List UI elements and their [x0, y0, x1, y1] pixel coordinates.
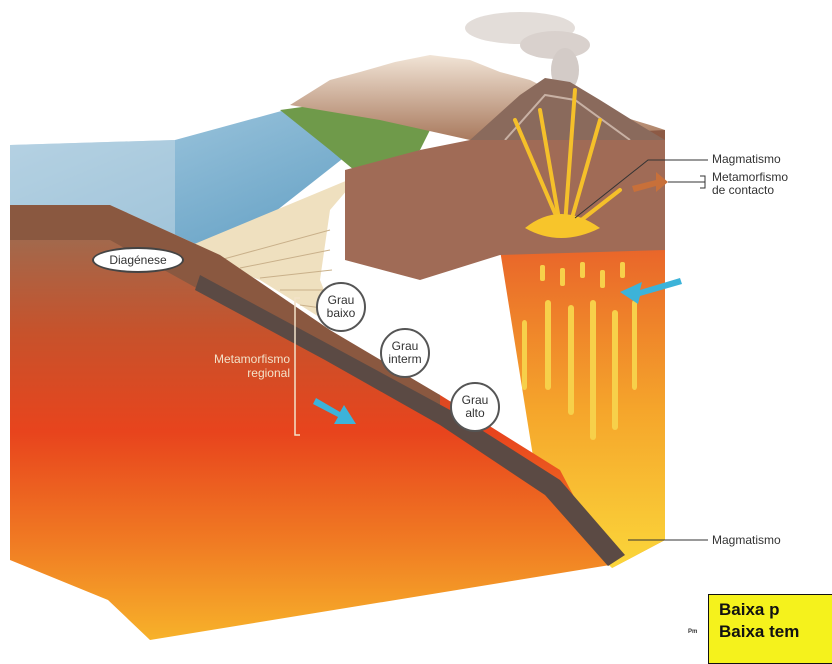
- grau-alto-line1: Grau: [461, 393, 489, 407]
- metamorfismo-contacto-line1: Metamorfismo: [712, 170, 789, 184]
- conditions-box: Baixa p Baixa tem: [708, 594, 832, 664]
- leader-lines: [574, 159, 708, 541]
- grau-interm-label: Grau interm: [380, 328, 430, 378]
- metamorfismo-contacto-label: Metamorfismo de contacto: [712, 171, 788, 197]
- small-marker: Pm: [688, 629, 698, 635]
- subducting-slab: [195, 275, 625, 566]
- grau-baixo-label: Grau baixo: [316, 282, 366, 332]
- metamorfismo-regional-line2: regional: [247, 366, 290, 380]
- conditions-line2: Baixa tem: [719, 622, 800, 641]
- grau-baixo-line1: Grau: [327, 293, 355, 307]
- metamorfismo-contacto-line2: de contacto: [712, 183, 775, 197]
- grau-alto-line2: alto: [465, 406, 485, 420]
- metamorfismo-regional-line1: Metamorfismo: [213, 352, 290, 366]
- volcano-strata: [504, 93, 631, 141]
- diagenese-label: Diagénese: [92, 247, 184, 273]
- grau-alto-label: Grau alto: [450, 382, 500, 432]
- arrow-icon: [313, 172, 682, 424]
- sediment-lines: [219, 229, 337, 311]
- rising-magma: [522, 262, 637, 440]
- metamorfismo-regional-label: Metamorfismo regional: [182, 352, 290, 380]
- conditions-line1: Baixa p: [719, 600, 780, 619]
- magma-chamber: [525, 214, 600, 238]
- magmatismo-bottom-label: Magmatismo: [712, 533, 781, 547]
- grau-interm-line2: interm: [388, 352, 422, 366]
- crust-layer: [10, 205, 440, 420]
- grau-baixo-line2: baixo: [326, 306, 356, 320]
- magmatismo-top-label: Magmatismo: [712, 152, 781, 166]
- sediment-wedge: [180, 175, 360, 330]
- regional-bracket: [294, 297, 300, 436]
- diagenese-text: Diagénese: [109, 252, 167, 267]
- grau-interm-line1: Grau: [391, 339, 419, 353]
